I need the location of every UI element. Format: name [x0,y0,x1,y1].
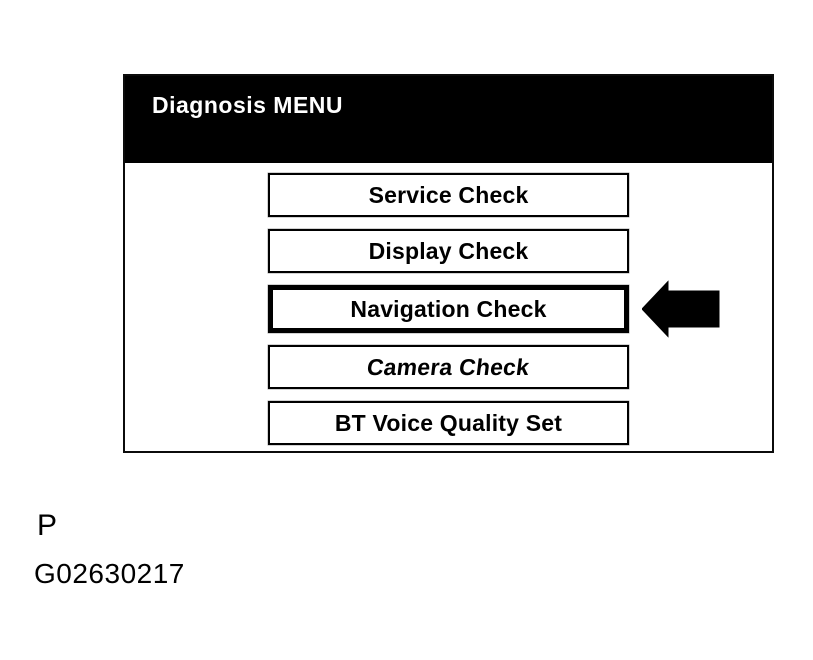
menu-button-camera-check[interactable]: Camera Check [268,345,629,389]
diagnosis-menu: Service Check Display Check Navigation C… [268,173,720,445]
menu-button-label: Navigation Check [350,295,547,322]
menu-button-display-check[interactable]: Display Check [268,229,629,273]
menu-button-label: BT Voice Quality Set [334,409,563,436]
menu-button-label: Display Check [368,237,529,264]
menu-button-label: Service Check [368,181,529,208]
diagnosis-panel: Diagnosis MENU Service Check Display Che… [123,74,774,453]
panel-title: Diagnosis MENU [152,92,344,118]
page-marker: P [37,509,58,542]
figure-code: G02630217 [34,558,185,589]
menu-button-label: Camera Check [365,353,532,380]
panel-header: Diagnosis MENU [125,76,772,163]
menu-button-bt-voice-quality-set[interactable]: BT Voice Quality Set [268,401,629,445]
menu-button-navigation-check[interactable]: Navigation Check [268,280,720,338]
menu-button-service-check[interactable]: Service Check [268,173,629,217]
selection-arrow-icon [642,280,720,338]
